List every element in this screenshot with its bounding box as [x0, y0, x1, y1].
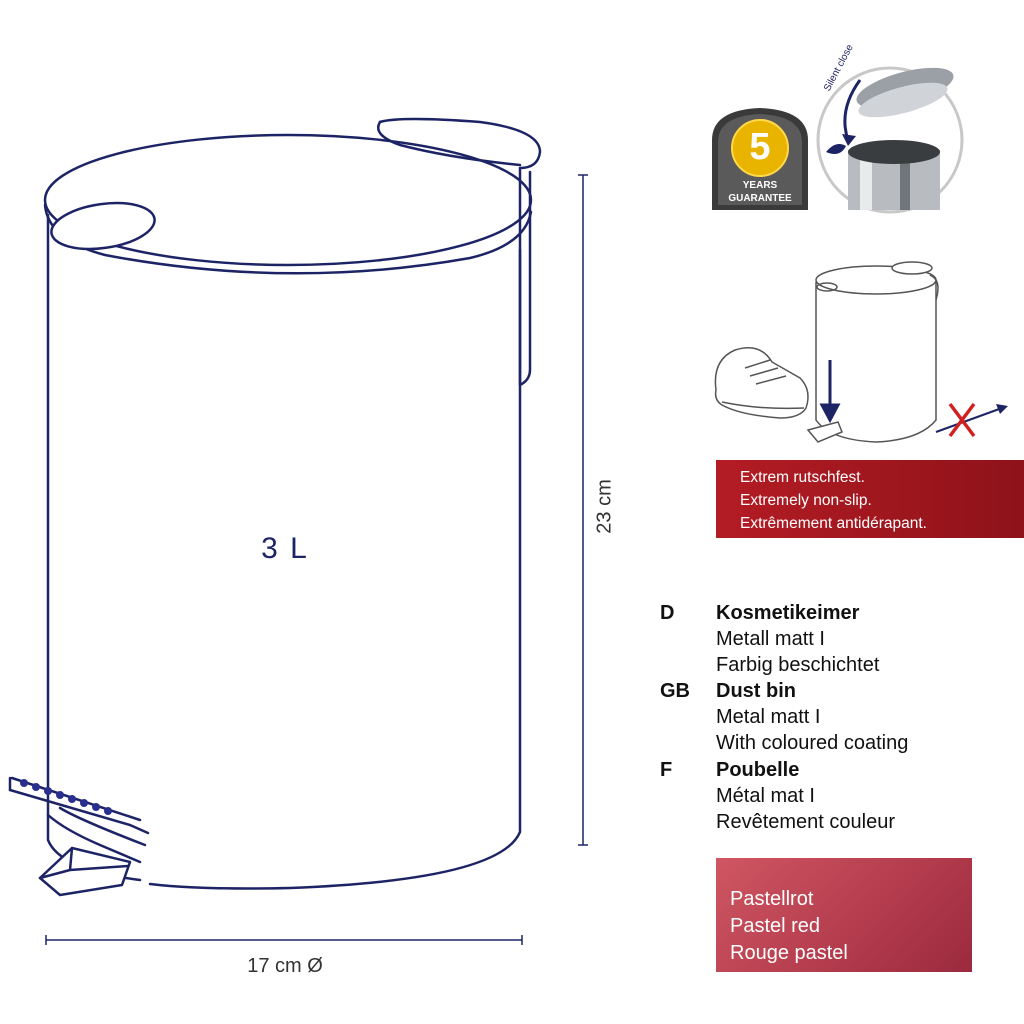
- feather-icon: [826, 144, 846, 154]
- lid-hinge: [378, 117, 542, 387]
- silent-close-illustration: [816, 66, 964, 214]
- color-name-fr: Rouge pastel: [730, 942, 848, 964]
- front-handle: [50, 201, 156, 251]
- description-line: With coloured coating: [716, 732, 909, 754]
- width-label: 17 cm Ø: [247, 955, 323, 977]
- description-line: Metal matt I: [716, 706, 821, 728]
- guarantee-years-number: 5: [749, 126, 771, 168]
- color-name-en: Pastel red: [730, 915, 821, 937]
- guarantee-line1: YEARS: [742, 180, 778, 191]
- height-label: 23 cm: [593, 479, 616, 534]
- language-code: D: [660, 602, 675, 624]
- non-slip-line-fr: Extrêmement antidérapant.: [740, 515, 927, 532]
- description-title: Dust bin: [716, 680, 796, 702]
- pedal-rivets: [20, 779, 112, 815]
- color-swatch: Pastellrot Pastel red Rouge pastel: [716, 858, 972, 972]
- description-line: Métal mat I: [716, 785, 815, 807]
- description-line: Revêtement couleur: [716, 811, 895, 833]
- description-line: Farbig beschichtet: [716, 654, 880, 676]
- description-line: Metall matt I: [716, 628, 825, 650]
- non-slip-line-de: Extrem rutschfest.: [740, 469, 865, 486]
- down-arrow-icon: [819, 360, 841, 424]
- no-slip-cross-icon: [935, 402, 1008, 438]
- pedal-rod: [8, 776, 150, 835]
- language-code: F: [660, 759, 673, 781]
- foot-pedal: [38, 846, 132, 897]
- color-name-de: Pastellrot: [730, 888, 814, 910]
- non-slip-illustration: [714, 261, 939, 443]
- description-title: Poubelle: [716, 759, 800, 781]
- language-code: GB: [660, 680, 690, 702]
- non-slip-line-en: Extremely non-slip.: [740, 492, 872, 509]
- description-title: Kosmetikeimer: [716, 602, 860, 624]
- non-slip-banner: Extrem rutschfest. Extremely non-slip. E…: [716, 460, 1024, 538]
- guarantee-line2: GUARANTEE: [728, 193, 792, 204]
- capacity-label: 3 L: [261, 532, 309, 565]
- bin-body: [46, 213, 142, 882]
- guarantee-badge-shape: [712, 108, 808, 210]
